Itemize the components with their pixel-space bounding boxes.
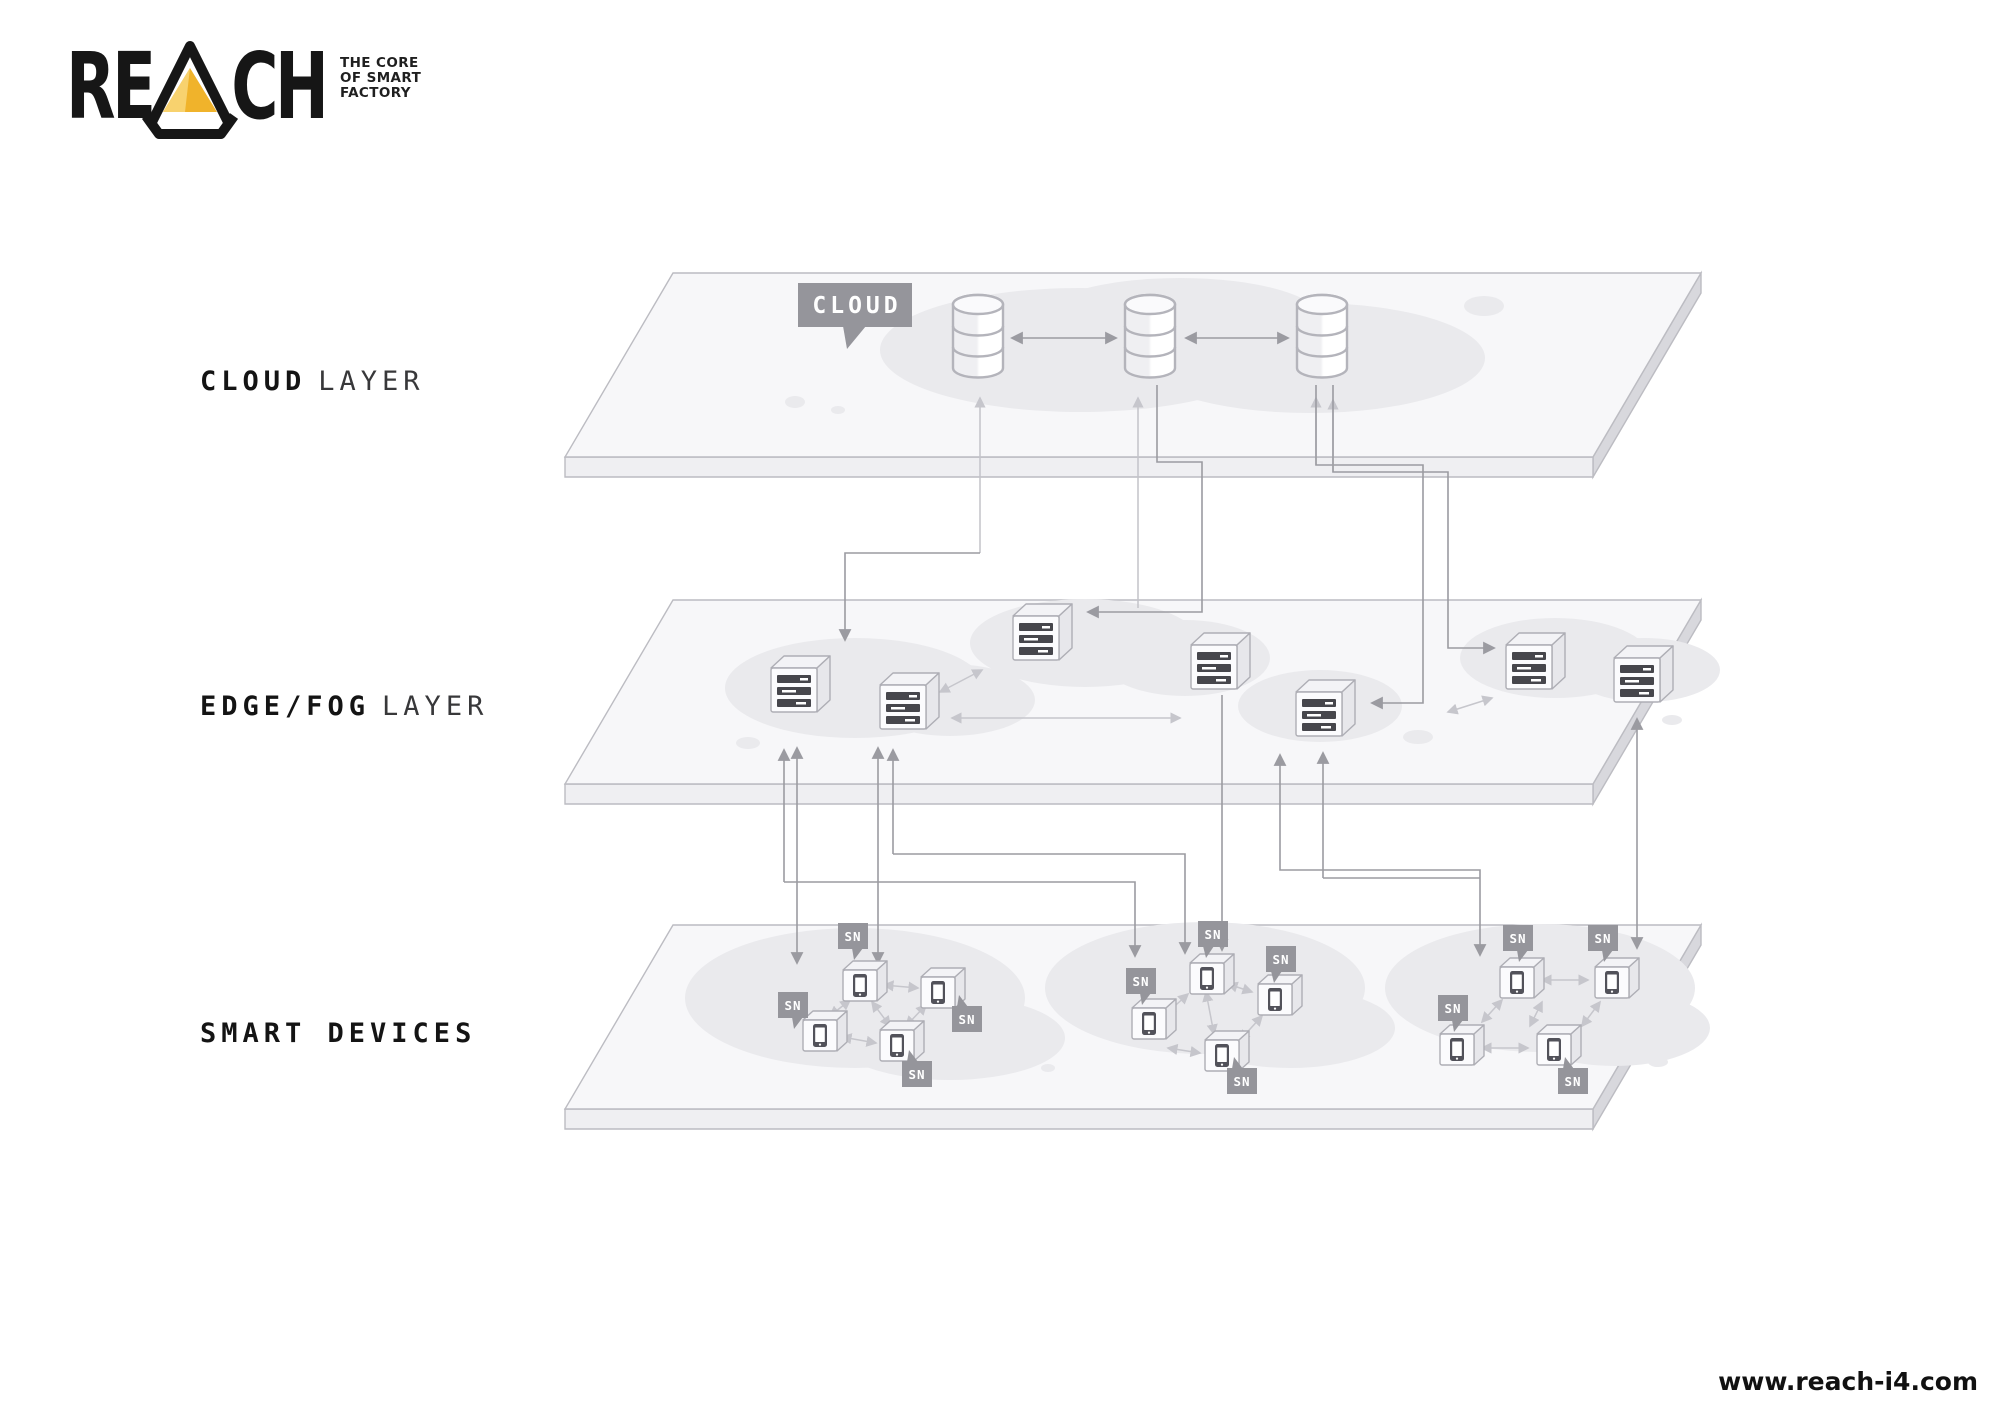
brand-logo: RE CH xyxy=(66,32,329,140)
edge-server-icon xyxy=(879,672,940,730)
sn-badge: SN xyxy=(1503,925,1533,962)
website-url: www.reach-i4.com xyxy=(1718,1367,1978,1396)
sn-badge: SN xyxy=(1198,921,1228,958)
sn-badge: SN xyxy=(902,1050,932,1087)
sn-badge: SN xyxy=(1266,946,1296,983)
edge-server-icon xyxy=(1613,645,1674,703)
edge-server-icon xyxy=(1295,679,1356,737)
edge-server-icon xyxy=(770,655,831,713)
logo-pyramid-icon xyxy=(141,41,239,139)
smart-device-icon xyxy=(1257,974,1303,1016)
svg-text:SN: SN xyxy=(1564,1074,1581,1089)
sn-badge: SN xyxy=(1126,968,1156,1005)
svg-text:SN: SN xyxy=(1272,952,1289,967)
svg-text:SN: SN xyxy=(908,1067,925,1082)
svg-text:SN: SN xyxy=(1132,974,1149,989)
sn-badge: SN xyxy=(838,923,868,960)
svg-text:SN: SN xyxy=(1444,1001,1461,1016)
sn-badge: SN xyxy=(1227,1057,1257,1094)
svg-text:FACTORY: FACTORY xyxy=(340,85,411,101)
sn-badge: SN xyxy=(952,995,982,1032)
smart-device-icon xyxy=(1204,1030,1250,1072)
logo-wordmark-right: CH xyxy=(231,32,325,140)
layer-label-smart-devices: SMART DEVICES xyxy=(200,1018,476,1049)
svg-text:SN: SN xyxy=(784,998,801,1013)
smart-device-icon xyxy=(879,1020,925,1062)
smart-device-icon xyxy=(1131,998,1177,1040)
cloud-edge-connectors xyxy=(838,385,1496,710)
smart-device-icon xyxy=(1189,953,1235,995)
svg-text:SN: SN xyxy=(1594,931,1611,946)
smart-device-icon xyxy=(1439,1024,1485,1066)
svg-text:CLOUD: CLOUD xyxy=(812,293,901,319)
cloud-badge: CLOUD xyxy=(798,283,912,349)
sn-badge: SN xyxy=(1438,995,1468,1032)
svg-text:SN: SN xyxy=(958,1012,975,1027)
database-icon xyxy=(1123,293,1177,379)
smart-device-icon xyxy=(802,1010,848,1052)
database-icon xyxy=(951,293,1005,379)
edge-server-mesh-arrows xyxy=(938,669,1494,724)
sn-badge: SN xyxy=(1558,1057,1588,1094)
svg-text:SN: SN xyxy=(1233,1074,1250,1089)
edge-server-icon xyxy=(1505,632,1566,690)
svg-text:SN: SN xyxy=(844,929,861,944)
smart-device-icon xyxy=(1499,957,1545,999)
svg-text:SN: SN xyxy=(1509,931,1526,946)
smart-device-icon xyxy=(842,960,888,1002)
smart-device-icon xyxy=(1536,1024,1582,1066)
edge-server-icon xyxy=(1190,632,1251,690)
smart-device-icon xyxy=(1594,957,1640,999)
svg-text:THE CORE: THE CORE xyxy=(340,55,419,71)
sn-badge: SN xyxy=(778,992,808,1029)
svg-text:SN: SN xyxy=(1204,927,1221,942)
edge-server-icon xyxy=(1012,603,1073,661)
edge-device-connectors xyxy=(777,695,1644,965)
logo-wordmark-left: RE xyxy=(66,32,153,140)
sn-badge: SN xyxy=(1588,925,1618,962)
brand-tagline: THE CORE OF SMART FACTORY xyxy=(340,55,422,101)
database-icon xyxy=(1295,293,1349,379)
svg-text:OF SMART: OF SMART xyxy=(340,70,422,86)
